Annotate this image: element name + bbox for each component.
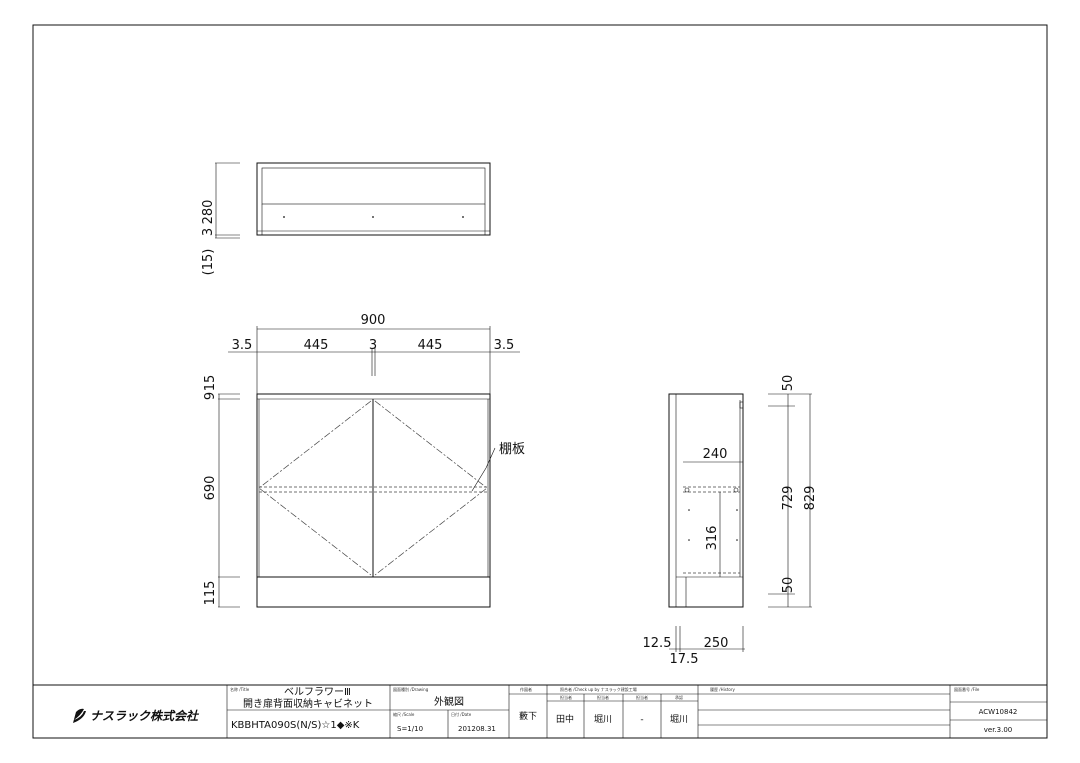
front-dim-445-right: 445 xyxy=(418,338,443,353)
front-dim-115: 115 xyxy=(203,581,218,606)
side-dim-250: 250 xyxy=(704,636,729,651)
top-view xyxy=(215,162,491,239)
front-dim-3-5-left: 3.5 xyxy=(232,338,253,353)
model-number: KBBHTA090S(N/S)☆1◆※K xyxy=(231,720,360,731)
history-label: 履歴 /History xyxy=(710,686,735,692)
file-label: 図面番号 /File xyxy=(954,686,980,692)
side-dim-829: 829 xyxy=(803,486,818,511)
side-dim-17-5: 17.5 xyxy=(670,652,699,667)
check-3: - xyxy=(640,715,643,725)
side-dim-50-bottom: 50 xyxy=(781,577,796,594)
author-name: 藪下 xyxy=(519,710,537,722)
check-col-4: 承認 xyxy=(675,694,683,700)
series-name: ベルフラワーⅢ xyxy=(284,686,351,698)
title-block-grid xyxy=(226,685,1047,738)
check-4: 堀川 xyxy=(670,714,688,725)
author-label: 作図者 xyxy=(520,686,532,692)
front-dim-15: 15 xyxy=(203,375,218,392)
side-dim-50-top: 50 xyxy=(781,375,796,392)
check-1: 田中 xyxy=(556,713,574,725)
date-label: 日付 /Date xyxy=(451,711,472,717)
check-col-3: 担当者 xyxy=(636,694,648,700)
name-label: 名称 /Title xyxy=(230,686,250,692)
front-dim-9: 9 xyxy=(203,392,218,400)
product-name: 開き扉背面収納キャビネット xyxy=(243,697,373,710)
top-dim-280: 280 xyxy=(201,200,216,225)
check-col-1: 担当者 xyxy=(560,694,572,700)
nasluck-logo-icon xyxy=(73,708,86,723)
side-dim-729: 729 xyxy=(781,486,796,511)
front-dim-3-center: 3 xyxy=(369,338,377,353)
scale-label: 縮尺 /Scale xyxy=(393,711,415,717)
drawing-type-label: 図面種別 /Drawing xyxy=(393,686,429,692)
side-dim-240: 240 xyxy=(703,447,728,462)
top-dim-15: (15) xyxy=(201,249,216,276)
file-number: ACW10842 xyxy=(979,708,1018,716)
front-dim-445-left: 445 xyxy=(304,338,329,353)
side-dim-316: 316 xyxy=(705,526,720,551)
side-dim-12-5: 12.5 xyxy=(643,636,672,651)
front-dim-3-5-right: 3.5 xyxy=(494,338,515,353)
check-col-2: 担当者 xyxy=(597,694,609,700)
scale-value: S=1/10 xyxy=(397,725,423,733)
sheet-border xyxy=(32,24,1048,739)
front-dim-900: 900 xyxy=(361,313,386,328)
company-name: ナスラック株式会社 xyxy=(90,709,200,723)
front-view xyxy=(218,326,520,608)
front-dim-690: 690 xyxy=(203,476,218,501)
top-dim-3: 3 xyxy=(201,228,216,236)
shelf-callout: 棚板 xyxy=(499,442,525,457)
check-2: 堀川 xyxy=(594,714,612,725)
check-label: 照合者 /Check up by ナスラック建設工場 xyxy=(560,686,637,692)
date-value: 201208.31 xyxy=(458,725,496,733)
version: ver.3.00 xyxy=(984,726,1013,734)
side-view xyxy=(668,393,812,652)
drawing-type: 外観図 xyxy=(434,695,464,708)
